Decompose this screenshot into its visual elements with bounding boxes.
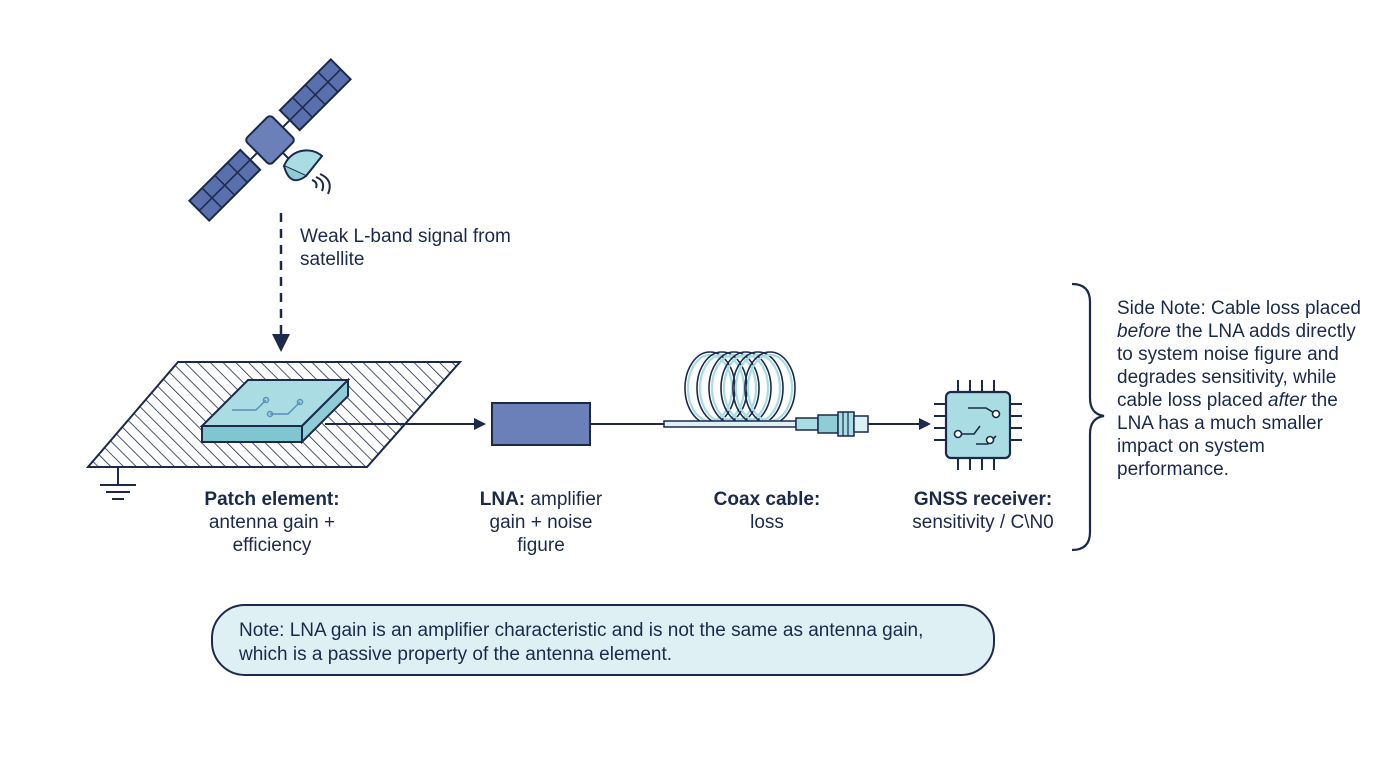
side-note-brace [1071,282,1105,552]
side-note-part2: the LNA adds directly to system noise fi… [1117,321,1356,411]
satellite-icon [187,57,353,223]
receiver-label-desc: sensitivity / C\N0 [912,512,1054,533]
receiver-label: GNSS receiver: sensitivity / C\N0 [888,488,1078,534]
lna-gain-note-box: Note: LNA gain is an amplifier character… [211,604,995,676]
coax-label-title: Coax cable: [713,489,821,510]
lna-label-title: LNA: [479,489,526,510]
coax-label: Coax cable: loss [692,488,842,534]
gnss-chip-icon [934,380,1022,470]
side-note-part3: the LNA has a much smaller impact on sys… [1117,390,1338,480]
lna-gain-note-text: Note: LNA gain is an amplifier character… [239,620,924,665]
patch-label-title: Patch element: [204,489,340,510]
side-note-em-after: after [1268,390,1307,411]
coax-label-desc: loss [750,512,784,533]
lna-label: LNA: amplifier gain + noise figure [466,488,616,557]
receiver-label-title: GNSS receiver: [913,489,1053,510]
patch-element-icon [199,377,351,445]
lna-label-desc: amplifier gain + noise figure [489,489,603,556]
patch-label: Patch element: antenna gain + efficiency [182,488,362,557]
signal-label: Weak L-band signal from satellite [300,226,511,270]
ground-symbol-icon [100,467,136,500]
side-note: Side Note: Cable loss placed before the … [1117,297,1367,481]
patch-label-desc: antenna gain + efficiency [208,512,336,556]
coax-cable-icon [663,351,869,437]
side-note-em-before: before [1117,321,1171,342]
side-note-part1: Side Note: Cable loss placed [1117,298,1361,319]
lna-block [491,402,591,446]
